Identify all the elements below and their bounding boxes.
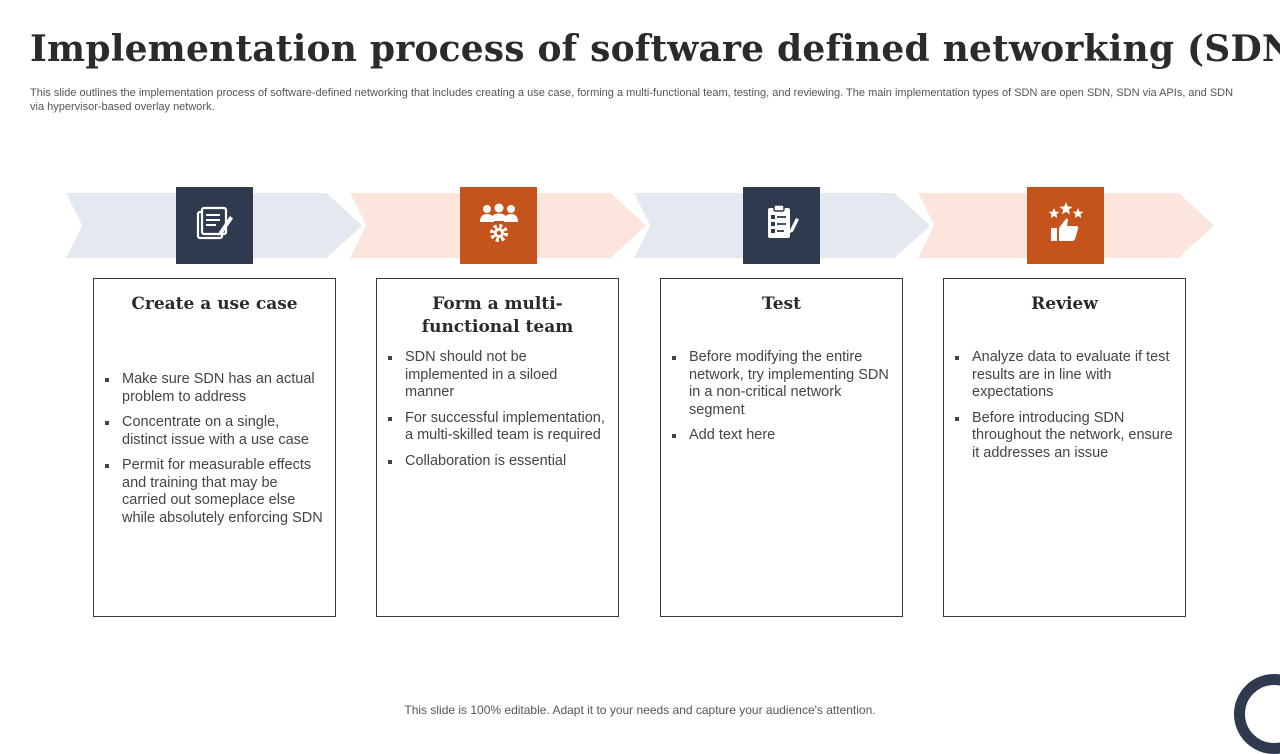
list-item: SDN should not be implemented in a siloe… xyxy=(388,349,606,402)
list-item: Before modifying the entire network, try… xyxy=(672,349,889,418)
list-item: Concentrate on a single, distinct issue … xyxy=(105,414,323,449)
list-item: Permit for measurable effects and traini… xyxy=(105,457,323,526)
list-item: Analyze data to evaluate if test results… xyxy=(955,349,1173,402)
bullet-list: Before modifying the entire network, try… xyxy=(661,349,902,445)
bullet-list: Make sure SDN has an actual problem to a… xyxy=(94,371,335,527)
decorative-ring xyxy=(1234,674,1280,754)
card-title: Review xyxy=(1031,294,1098,314)
team-gear-icon xyxy=(476,200,522,251)
step-2-icon-tile xyxy=(460,187,537,264)
list-item: Add text here xyxy=(672,427,890,445)
bullet-list: SDN should not be implemented in a siloe… xyxy=(377,349,618,470)
step-card-test: Test Before modifying the entire network… xyxy=(660,278,903,617)
list-item: Collaboration is essential xyxy=(388,453,606,471)
clipboard-checklist-icon xyxy=(759,200,805,251)
document-edit-icon xyxy=(192,200,238,251)
bullet-list: Analyze data to evaluate if test results… xyxy=(944,349,1185,462)
list-item: For successful implementation, a multi-s… xyxy=(388,409,605,443)
list-item: Before introducing SDN throughout the ne… xyxy=(955,409,1173,461)
thumbs-up-stars-icon xyxy=(1043,200,1089,251)
card-title: Create a use case xyxy=(131,294,298,314)
step-1-icon-tile xyxy=(176,187,253,264)
card-title: Form a multi-functional team xyxy=(421,294,574,337)
step-card-review: Review Analyze data to evaluate if test … xyxy=(943,278,1186,617)
slide-title: Implementation process of software defin… xyxy=(30,28,1280,70)
slide-footer: This slide is 100% editable. Adapt it to… xyxy=(404,703,876,717)
slide-subtitle: This slide outlines the implementation p… xyxy=(30,87,1234,113)
card-title: Test xyxy=(762,294,801,314)
list-item: Make sure SDN has an actual problem to a… xyxy=(105,371,323,406)
step-3-icon-tile xyxy=(743,187,820,264)
step-4-icon-tile xyxy=(1027,187,1104,264)
step-card-form-team: Form a multi-functional team SDN should … xyxy=(376,278,619,617)
step-card-create-use-case: Create a use case Make sure SDN has an a… xyxy=(93,278,336,617)
